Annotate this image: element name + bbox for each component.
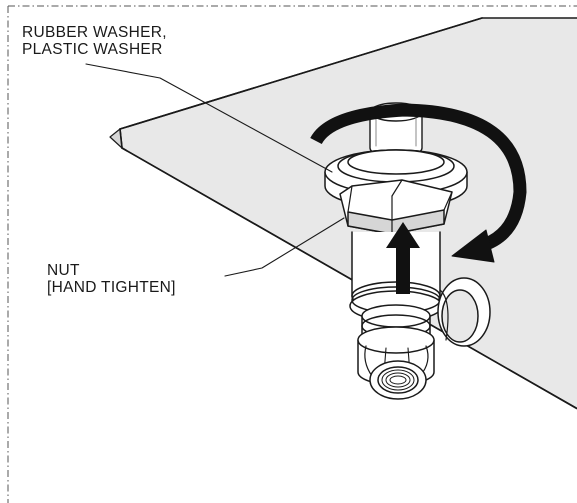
washer-label-line-1: RUBBER WASHER, — [22, 24, 167, 41]
threaded-bottom — [369, 360, 427, 400]
washer-label: RUBBER WASHER, PLASTIC WASHER — [22, 24, 167, 58]
nut-label-line-1: NUT — [47, 262, 80, 279]
hex-nut — [339, 179, 453, 235]
push-up-arrow-icon — [386, 222, 420, 294]
rubber-washer — [324, 149, 468, 209]
rotation-arrow-icon — [310, 103, 527, 263]
nut-label-line-2: [HAND TIGHTEN] — [47, 279, 176, 296]
side-outlet — [437, 277, 491, 347]
nut-label: NUT [HAND TIGHTEN] — [47, 262, 176, 296]
washer-label-line-2: PLASTIC WASHER — [22, 41, 163, 58]
leader-lines — [85, 63, 345, 277]
frame-border — [7, 5, 577, 503]
